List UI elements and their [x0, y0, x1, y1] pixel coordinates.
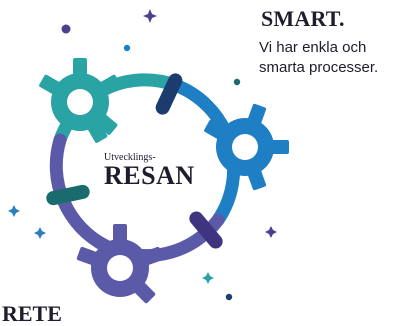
dot-icon — [61, 24, 71, 34]
section-heading: SMART. — [261, 6, 345, 31]
gear-icon — [204, 103, 289, 191]
connector-bar — [155, 73, 183, 115]
gear-icon — [39, 58, 121, 143]
connector-bar — [189, 211, 223, 249]
section-body-line: smarta processer. — [259, 59, 379, 76]
sparkle-icon — [143, 9, 157, 23]
logo-main-text: RESAN — [104, 161, 195, 190]
sparkle-icon — [202, 272, 214, 284]
dot-icon — [225, 293, 233, 301]
sparkle-icon — [34, 227, 46, 239]
connector-bar — [46, 184, 90, 206]
section-body: Vi har enkla och smarta processer. — [259, 38, 403, 78]
logo: Utvecklings- RESAN — [104, 152, 200, 196]
logo-top-text: Utvecklings- — [104, 152, 156, 163]
section-body-line: Vi har enkla och — [259, 39, 367, 56]
dot-icon — [123, 44, 131, 52]
dot-icon — [233, 78, 241, 86]
sparkle-icon — [265, 226, 277, 238]
gear-icon — [76, 224, 164, 304]
sparkle-icon — [8, 205, 20, 217]
next-section-heading: RETE — [2, 301, 62, 326]
